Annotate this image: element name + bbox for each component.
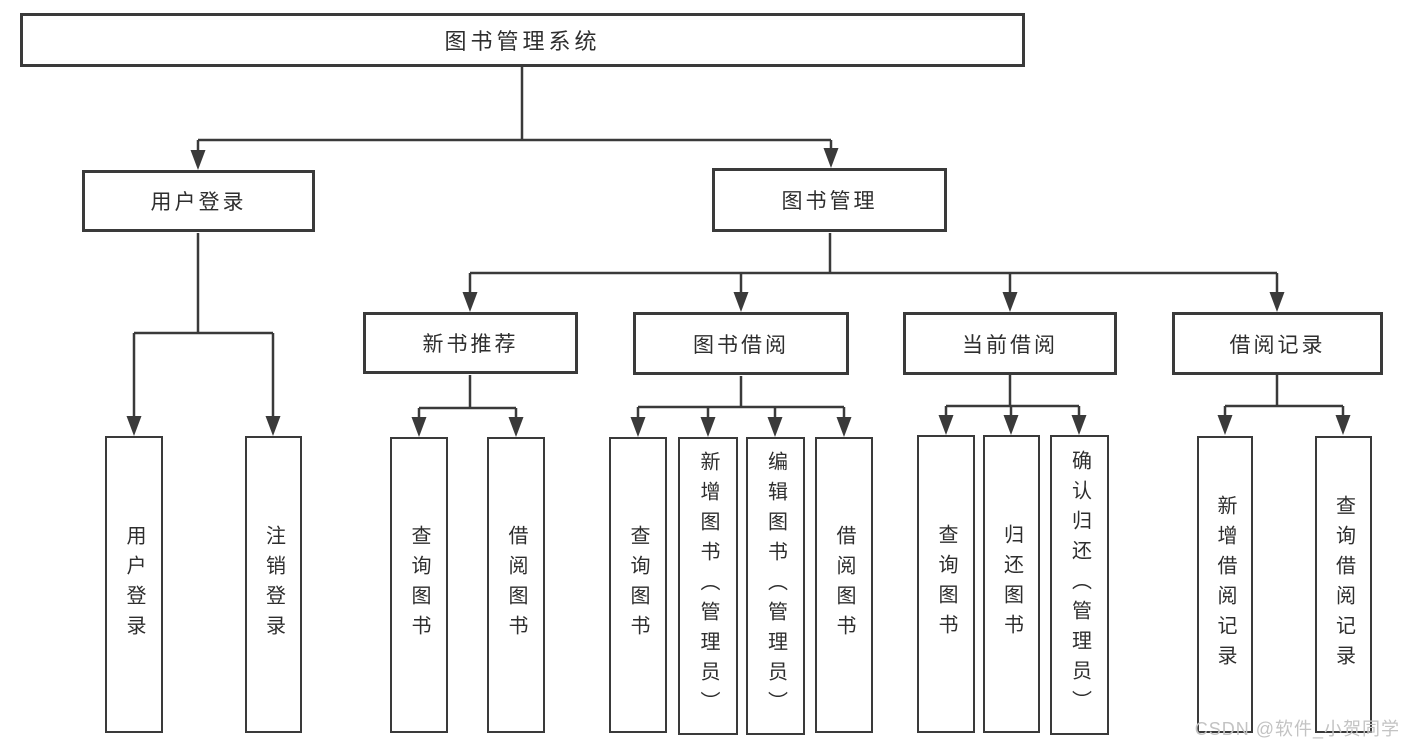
node-current-borrow: 当前借阅: [903, 312, 1117, 375]
edge-new-book-to-leaves: [411, 375, 524, 437]
leaf-label: 编辑图书（管理员）: [764, 451, 787, 721]
node-book-borrow: 图书借阅: [633, 312, 849, 375]
leaf-label: 新增图书（管理员）: [697, 451, 719, 721]
node-user-login: 用户登录: [82, 170, 315, 232]
watermark: CSDN @软件_小贺同学: [1194, 719, 1400, 739]
node-leaf-query-book-3: 查询图书: [917, 435, 975, 733]
leaf-label: 用户登录: [123, 524, 145, 645]
node-leaf-query-book-1: 查询图书: [390, 437, 448, 733]
edge-book-management-to-level2: [462, 233, 1285, 312]
node-leaf-add-borrow-record: 新增借阅记录: [1197, 436, 1253, 733]
edge-book-borrow-to-leaves: [630, 376, 852, 437]
node-leaf-borrow-book-1: 借阅图书: [487, 437, 545, 733]
leaf-label: 确认归还（管理员）: [1068, 450, 1091, 720]
node-leaf-return-book: 归还图书: [983, 435, 1040, 733]
edge-root-to-level1: [190, 67, 839, 170]
leaf-label: 新增借阅记录: [1214, 494, 1236, 675]
node-leaf-query-book-2: 查询图书: [609, 437, 667, 733]
leaf-label: 查询图书: [935, 524, 957, 644]
leaf-label: 注销登录: [262, 524, 285, 645]
node-leaf-edit-book-admin: 编辑图书（管理员）: [746, 437, 805, 735]
node-leaf-user-login: 用户登录: [105, 436, 163, 733]
leaf-label: 归还图书: [1000, 524, 1023, 644]
leaf-label: 查询图书: [408, 525, 430, 645]
leaf-label: 查询借阅记录: [1332, 494, 1355, 675]
node-new-book-recommend: 新书推荐: [363, 312, 578, 374]
leaf-label: 查询图书: [627, 525, 649, 645]
node-borrow-records: 借阅记录: [1172, 312, 1383, 375]
leaf-label: 借阅图书: [833, 525, 855, 645]
edge-borrow-records-to-leaves: [1217, 375, 1351, 435]
node-leaf-borrow-book-2: 借阅图书: [815, 437, 873, 733]
node-leaf-query-borrow-record: 查询借阅记录: [1315, 436, 1372, 733]
edge-current-borrow-to-leaves: [938, 375, 1087, 435]
node-leaf-add-book-admin: 新增图书（管理员）: [678, 437, 738, 735]
node-book-management: 图书管理: [712, 168, 947, 232]
leaf-label: 借阅图书: [505, 525, 527, 645]
node-leaf-confirm-return-admin: 确认归还（管理员）: [1050, 435, 1109, 735]
node-leaf-logout: 注销登录: [245, 436, 302, 733]
node-root: 图书管理系统: [20, 13, 1025, 67]
edge-user-login-to-leaves: [126, 233, 281, 436]
